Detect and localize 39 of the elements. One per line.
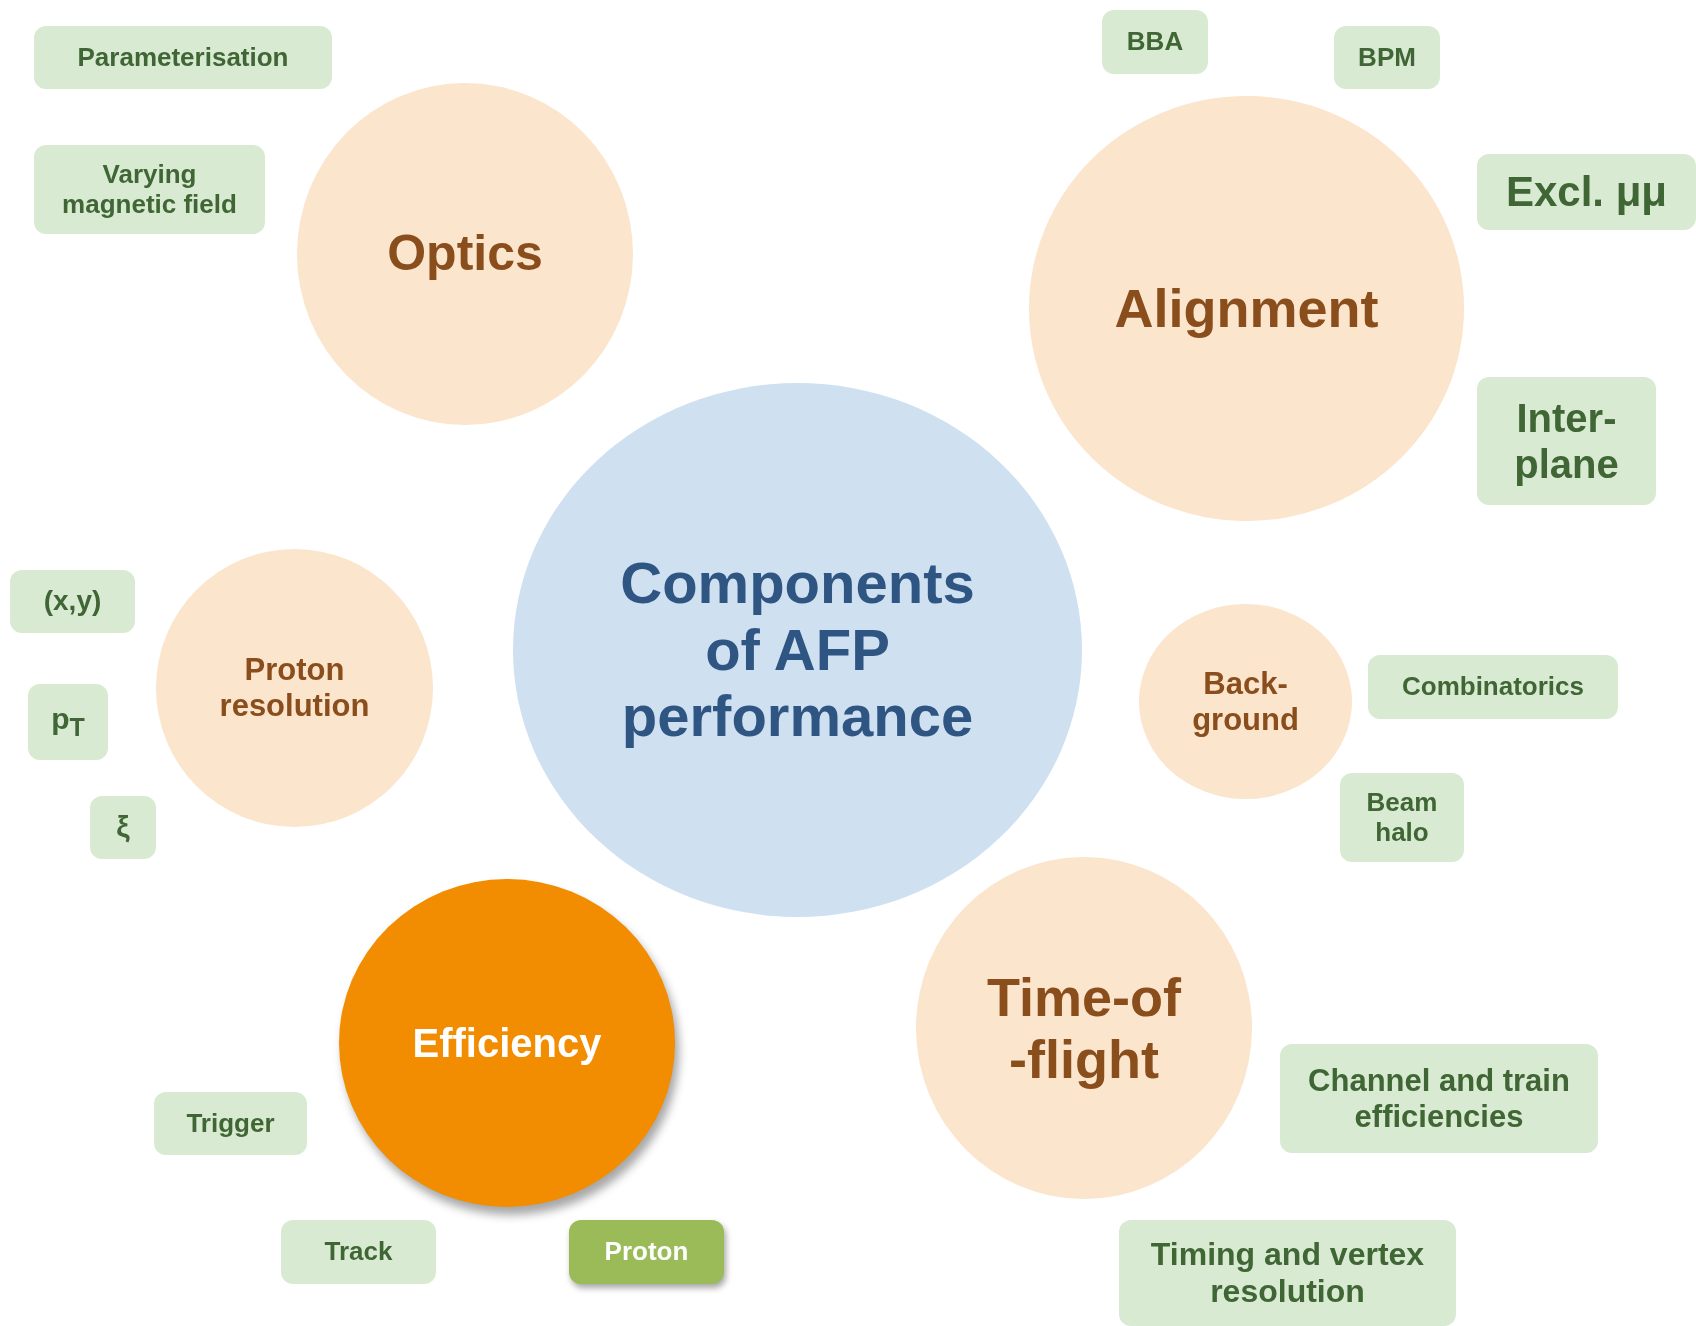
tag-box	[1477, 377, 1656, 505]
node-label: Parameterisation	[77, 42, 289, 73]
tag-box	[1340, 773, 1464, 862]
node-label: Proton resolution	[218, 652, 371, 724]
tag-box	[1368, 655, 1618, 719]
tag-box	[154, 1092, 307, 1155]
tag-box	[281, 1220, 436, 1284]
node-label: Time-of -flight	[986, 965, 1182, 1091]
node-label: Trigger	[186, 1108, 275, 1139]
node-label: Combinatorics	[1402, 672, 1584, 702]
node-label: Excl. μμ	[1505, 167, 1668, 217]
tag-box	[1280, 1044, 1598, 1153]
node-label: Alignment	[1114, 277, 1379, 340]
tag-box	[1119, 1220, 1456, 1326]
node-label: BPM	[1358, 42, 1416, 73]
node-label: Beam halo	[1365, 787, 1439, 848]
node-label: Varying magnetic field	[61, 159, 238, 220]
highlighted-tag-box	[569, 1220, 724, 1284]
tag-box	[90, 796, 156, 859]
tag-box	[1102, 10, 1208, 74]
tag-box	[1477, 154, 1696, 230]
tag-box	[10, 570, 135, 633]
node-label: (x,y)	[43, 585, 102, 618]
node-label: Optics	[387, 225, 543, 283]
tag-box	[34, 26, 332, 89]
node-label: Track	[324, 1237, 393, 1267]
node-label: Timing and vertex resolution	[1149, 1236, 1426, 1310]
node-label: p$_{T}$	[51, 702, 85, 742]
node-label: Components of AFP performance	[619, 549, 976, 751]
node-label: Efficiency	[412, 1020, 602, 1066]
node-label: ξ	[116, 810, 130, 845]
node-label: Channel and train efficiencies	[1307, 1062, 1571, 1135]
node-label: Back- ground	[1191, 665, 1300, 738]
node-label: BBA	[1126, 27, 1184, 57]
tag-box	[1334, 26, 1440, 89]
node-label: Inter- plane	[1513, 395, 1620, 487]
node-label: Proton	[604, 1237, 689, 1267]
tag-box	[34, 145, 265, 234]
tag-box	[28, 684, 108, 760]
